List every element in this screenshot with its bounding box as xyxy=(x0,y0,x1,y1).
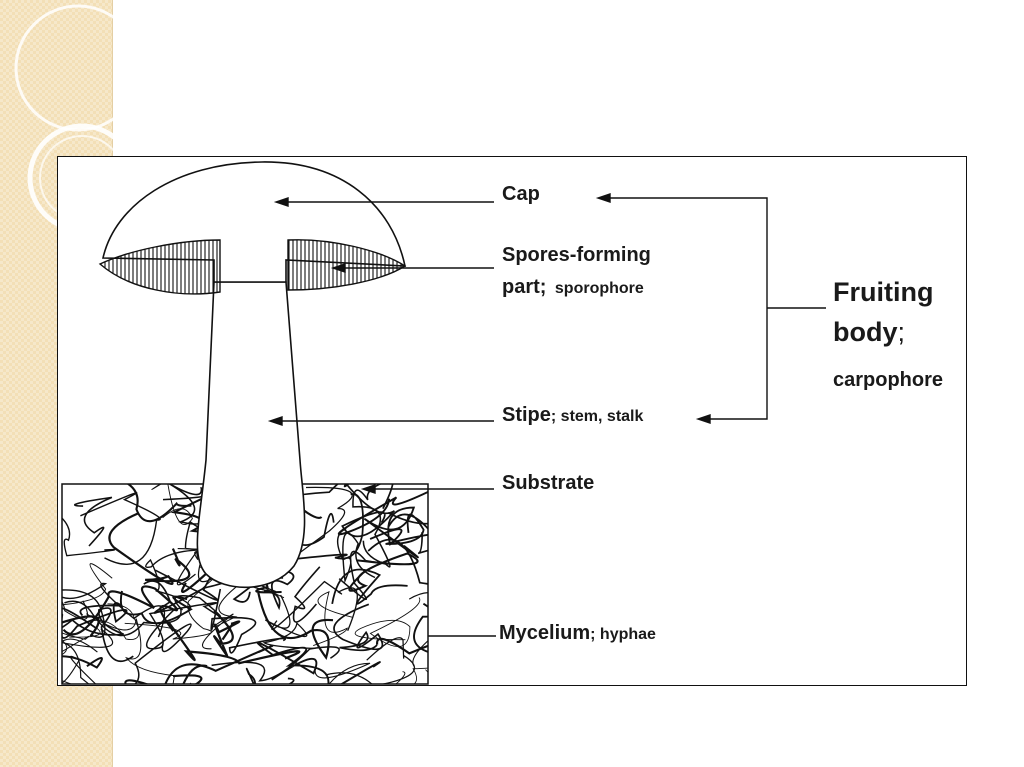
hypha-strand xyxy=(348,552,419,592)
bracket-arrowhead-bottom xyxy=(695,414,711,424)
hypha-strand xyxy=(333,603,384,652)
hypha-strand xyxy=(62,563,113,656)
stipe-outline xyxy=(196,281,306,589)
stipe-pointer-arrowhead xyxy=(267,416,283,426)
label-body-separator: ; xyxy=(897,317,906,347)
label-body-word: body xyxy=(833,317,898,347)
spores-pointer-arrowhead xyxy=(330,263,346,273)
hypha-strand xyxy=(412,667,428,684)
hypha-strand xyxy=(62,602,128,639)
bracket-arrowhead-top xyxy=(595,193,611,203)
hypha-strand xyxy=(133,623,192,684)
fruiting-bracket xyxy=(606,197,768,420)
hypha-strand xyxy=(331,568,408,605)
label-spores-forming: Spores-forming xyxy=(502,244,651,266)
hypha-strand xyxy=(245,667,295,684)
hypha-strand xyxy=(413,602,428,653)
label-substrate: Substrate xyxy=(502,472,595,494)
cap-pointer-arrowhead xyxy=(273,197,289,207)
label-cap: Cap xyxy=(502,183,540,205)
hypha-strand xyxy=(213,610,241,657)
gills-left xyxy=(98,239,221,295)
hypha-strand xyxy=(167,621,301,665)
hypha-strand xyxy=(62,638,98,684)
hypha-strand xyxy=(120,590,193,625)
substrate-pointer-arrowhead xyxy=(360,484,376,494)
hypha-strand xyxy=(341,484,396,538)
hypha-strand xyxy=(232,493,364,603)
hypha-strand xyxy=(80,492,161,565)
hypha-strand xyxy=(69,603,140,640)
hypha-strand xyxy=(313,591,353,647)
label-stipe-word: Stipe xyxy=(502,404,551,426)
label-spores-part-word: part; xyxy=(502,276,547,298)
hypha-strand xyxy=(146,595,221,650)
label-hyphae: ; hyphae xyxy=(590,626,656,643)
gills-right xyxy=(287,239,407,291)
hypha-strand xyxy=(62,628,114,684)
label-body: body; xyxy=(833,317,905,348)
hypha-strand xyxy=(352,484,391,568)
hypha-strand xyxy=(201,579,246,650)
hypha-strand xyxy=(62,517,116,557)
hypha-strand xyxy=(73,496,113,547)
hypha-strand xyxy=(337,527,376,584)
hypha-strand xyxy=(62,607,134,662)
hypha-strand xyxy=(385,513,428,545)
label-carpophore: carpophore xyxy=(833,369,944,391)
hypha-strand xyxy=(262,594,316,650)
label-stipe: Stipe; stem, stalk xyxy=(502,404,643,427)
label-stem-stalk: ; stem, stalk xyxy=(550,408,644,425)
hypha-strand xyxy=(367,538,428,585)
hypha-strand xyxy=(337,490,428,536)
label-mycelium: Mycelium; hyphae xyxy=(499,622,656,645)
hypha-strand xyxy=(62,655,103,669)
hypha-strand xyxy=(62,600,88,620)
hypha-strand xyxy=(62,582,166,638)
hypha-strand xyxy=(292,566,321,623)
hypha-strand xyxy=(387,511,428,555)
label-sporophore: sporophore xyxy=(554,280,644,297)
hypha-strand xyxy=(172,664,208,684)
hypha-strand xyxy=(124,644,274,684)
label-fruiting: Fruiting xyxy=(833,277,934,307)
hypha-strand xyxy=(145,549,207,609)
hypha-strand xyxy=(210,588,286,654)
hypha-strand xyxy=(314,662,371,684)
label-spores-part: part; sporophore xyxy=(502,276,644,299)
hypha-strand xyxy=(408,592,428,667)
hypha-strand xyxy=(326,637,416,684)
hypha-strand xyxy=(363,506,419,559)
hypha-strand xyxy=(62,615,100,637)
hypha-strand xyxy=(376,637,428,655)
hypha-strand xyxy=(256,641,381,684)
hypha-strand xyxy=(354,597,421,648)
hypha-strand xyxy=(126,484,192,523)
hypha-strand xyxy=(108,512,191,585)
hypha-strand xyxy=(257,592,334,661)
hypha-strand xyxy=(86,613,192,684)
label-mycelium-word: Mycelium xyxy=(499,622,591,644)
hypha-strand xyxy=(151,484,193,525)
